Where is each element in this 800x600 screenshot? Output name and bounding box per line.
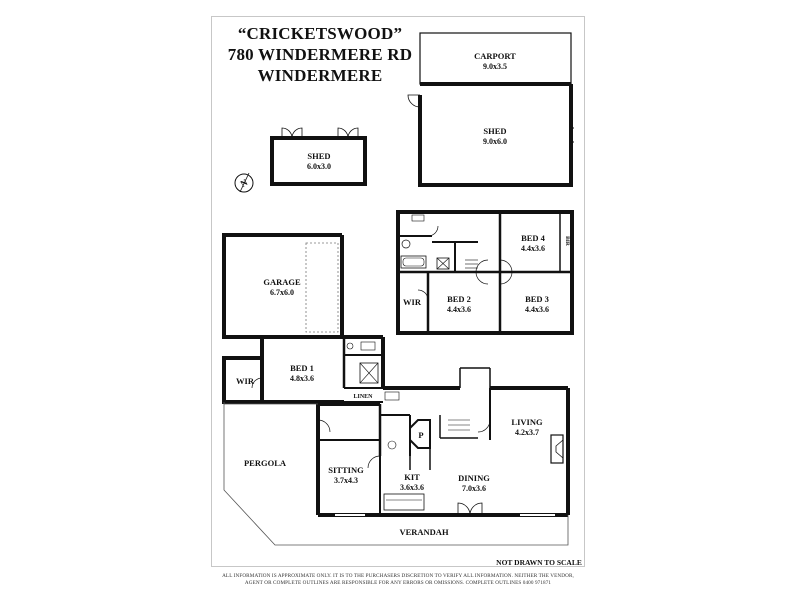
street-address: 780 WINDERMERE RD [227,45,413,64]
small-shed-label: SHED [307,151,330,161]
small-shed [270,127,367,186]
property-name: “CRICKETSWOOD” [237,24,403,43]
sitting-size: 3.7x4.3 [334,476,358,485]
living-size: 4.2x3.7 [515,428,539,437]
disclaimer: ALL INFORMATION IS APPROXIMATE ONLY. IT … [211,573,585,586]
carport-label: CARPORT [474,51,516,61]
linen-label: LINEN [353,394,373,400]
disclaimer-line-1: ALL INFORMATION IS APPROXIMATE ONLY. IT … [222,573,574,579]
lower-wir-label: WIR [236,376,255,386]
north-compass: N [234,172,254,193]
main-house [222,335,570,546]
dining-label: DINING [458,473,490,483]
large-shed [407,82,574,187]
pantry-label: P [418,430,423,440]
small-shed-size: 6.0x3.0 [307,162,331,171]
kit-size: 3.6x3.6 [400,483,424,492]
bed1-label: BED 1 [290,363,314,373]
large-shed-size: 9.0x6.0 [483,137,507,146]
disclaimer-line-2: AGENT OR COMPLETE OUTLINES ARE RESPONSIB… [244,579,552,586]
large-shed-label: SHED [483,126,506,136]
dining-size: 7.0x3.6 [462,484,486,493]
pergola-label: PERGOLA [244,458,287,468]
bir-label: BIR [564,236,570,247]
suburb: WINDERMERE [257,66,383,85]
sitting-label: SITTING [328,465,364,475]
bed3-label: BED 3 [525,294,549,304]
bed4-size: 4.4x3.6 [521,244,545,253]
bed2-label: BED 2 [447,294,471,304]
upper-wir-label: WIR [403,297,422,307]
compass-north-letter: N [239,177,250,189]
bed1-size: 4.8x3.6 [290,374,314,383]
garage [222,233,344,339]
bed2-size: 4.4x3.6 [447,305,471,314]
living-label: LIVING [511,417,543,427]
verandah-label: VERANDAH [399,527,449,537]
upper-bedroom-wing [396,210,574,335]
bed4-label: BED 4 [521,233,546,243]
kit-label: KIT [404,472,420,482]
bed3-size: 4.4x3.6 [525,305,549,314]
garage-size: 6.7x6.0 [270,288,294,297]
garage-label: GARAGE [263,277,301,287]
not-to-scale-note: NOT DRAWN TO SCALE [496,558,582,567]
carport-size: 9.0x3.5 [483,62,507,71]
